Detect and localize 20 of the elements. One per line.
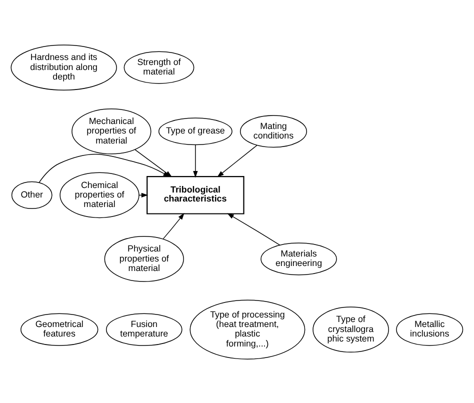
arrow	[38, 153, 170, 182]
node-ellipse: Geometrical features	[20, 312, 98, 346]
node-ellipse: Strength of material	[124, 50, 194, 84]
node-ellipse: Mechanical properties of material	[72, 108, 152, 154]
node-ellipse: Materials engineering	[260, 242, 337, 275]
node-ellipse: Type of crystallogra phic system	[312, 306, 389, 352]
arrow	[193, 144, 198, 178]
node-ellipse: Metallic inclusions	[396, 312, 464, 346]
node-ellipse: Chemical properties of material	[60, 172, 140, 218]
node-ellipse: Type of grease	[158, 117, 232, 145]
node-ellipse: Other	[11, 180, 52, 208]
arrow	[217, 144, 258, 177]
arrow	[162, 212, 184, 239]
node-ellipse: Mating conditions	[240, 114, 308, 148]
node-ellipse: Fusion temperature	[106, 312, 182, 346]
node-box: Tribological characteristics	[146, 176, 244, 214]
node-ellipse: Type of processing (heat treatment, plastic forming,...)	[190, 299, 306, 359]
node-ellipse: Physical properties of material	[104, 236, 184, 282]
arrow	[227, 212, 280, 245]
node-ellipse: Hardness and its distribution along depth	[10, 44, 117, 90]
